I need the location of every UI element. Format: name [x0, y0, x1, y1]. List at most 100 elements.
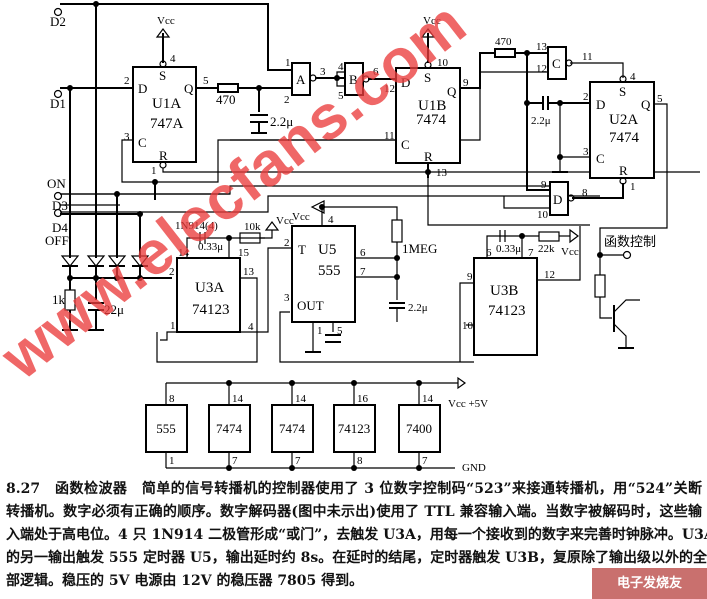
pin-label: C: [596, 151, 605, 166]
pin-label: R: [424, 149, 433, 164]
pin-number: 6: [373, 66, 379, 78]
vcc-5v-label: Vcc +5V: [448, 398, 488, 410]
junction-dot: [226, 380, 232, 386]
chip-name: U3A: [195, 280, 224, 296]
pin-number: 13: [536, 41, 548, 53]
vcc-pin-number: 8: [169, 393, 175, 405]
resistor-470: [494, 48, 516, 58]
pin-number: 13: [436, 167, 448, 179]
pin-number: 12: [384, 83, 395, 95]
pin-number: 4: [338, 61, 344, 73]
pin-number: 4: [248, 321, 254, 333]
input-terminals: D2 D1 ON D3 D4 OFF 函数控制: [45, 7, 656, 260]
chip-type: 74123: [488, 303, 526, 319]
chip-type: 555: [318, 263, 341, 279]
caption-line: 转播机。数字必须有正确的顺序。数字解码器(图中未示出)使用了 TTL 兼容输入端…: [6, 504, 702, 520]
pin-number: 8: [582, 187, 588, 199]
chip-box: [271, 404, 314, 453]
gnd-pin-number: 7: [422, 455, 428, 467]
pin-number: 3: [320, 66, 326, 78]
chip-type: 7474: [416, 112, 447, 128]
capacitor-label: 0.33μ: [496, 243, 521, 255]
pin-label: S: [424, 70, 431, 85]
pin-number: 7: [360, 266, 366, 278]
vcc-pin-number: 14: [232, 393, 244, 405]
vcc-label: Vcc: [292, 211, 310, 223]
junction-dot: [351, 465, 357, 471]
pin-number: 14: [178, 247, 190, 259]
junction-dot: [351, 380, 357, 386]
gate-label: B: [349, 72, 358, 87]
pin-label: S: [159, 68, 166, 83]
u1a-flipflop: S D Q C R U1A 747A 4 2 5 3 1: [124, 53, 209, 177]
vcc-label: Vcc: [423, 15, 441, 27]
pin-number: 1: [285, 57, 291, 69]
pin-label: Q: [447, 84, 457, 99]
caption-line: 的另一输出触发 555 定时器 U5，输出延时约 8s。在延时的结尾，定时器触发…: [6, 550, 707, 566]
capacitor-label: 22μ: [104, 302, 124, 317]
pin-label: Q: [184, 81, 194, 96]
site-logo: 电子发烧友: [592, 568, 707, 599]
pin-number: 3: [583, 146, 589, 158]
u3b-monostable: U3B 74123 6 7 9 12 10: [462, 247, 555, 356]
capacitor-label: 0.33μ: [198, 241, 223, 253]
pin-number: 5: [338, 90, 344, 102]
power-chip-7474: 7474 14 7: [208, 380, 251, 471]
circuit-diagram: D2 D1 ON D3 D4 OFF 函数控制 Vcc Vcc Vcc Vcc …: [45, 1, 700, 474]
junction-dot: [289, 380, 295, 386]
chip-name: U5: [318, 242, 336, 258]
resistor-label: 1k: [52, 292, 66, 307]
pin-number: 10: [537, 209, 549, 221]
terminal-off-label: OFF: [45, 233, 69, 248]
pin-number: 5: [203, 75, 209, 87]
chip-box: [333, 404, 376, 453]
resistor-470: [217, 83, 239, 93]
pin-number: 10: [462, 320, 474, 332]
chip-name: U2A: [609, 112, 638, 128]
junction-dot: [416, 465, 422, 471]
diode-label: 1N914(4): [175, 220, 218, 232]
terminal-d2-label: D2: [50, 14, 66, 29]
pin-label: D: [596, 97, 605, 112]
vcc-label: Vcc: [276, 215, 294, 227]
pin-number: 4: [630, 71, 636, 83]
u1b-flipflop: S D Q C R U1B 7474 10 12 9 11 13: [384, 57, 469, 179]
chip-name: 7400: [406, 421, 432, 436]
pin-number: 5: [657, 93, 663, 105]
gate-label: C: [552, 56, 561, 71]
resistor-label: 470: [495, 36, 512, 48]
terminal-d3-label: D3: [52, 198, 68, 213]
diodes-1n914: [60, 255, 150, 278]
vcc-pin-number: 14: [422, 393, 434, 405]
nand-gates: A 1 2 3 B 4 5 6 C 13 12 11 D 9 10 8: [284, 41, 593, 221]
pin-number: 2: [169, 266, 175, 278]
vcc-label: Vcc: [561, 246, 579, 258]
power-distribution: Vcc +5V GND 5558174741477474147741231687…: [145, 376, 488, 474]
function-control-label: 函数控制: [604, 234, 656, 249]
chip-name: 7474: [216, 421, 243, 436]
pin-number: 1: [317, 325, 323, 337]
capacitor-label: 2.2μ: [270, 114, 293, 129]
chip-name: 74123: [338, 421, 371, 436]
pin-number: 3: [124, 131, 130, 143]
pin-label: Q: [641, 97, 651, 112]
caption-line: 部逻辑。稳压的 5V 电源由 12V 的稳压器 7805 得到。: [6, 573, 364, 589]
resistor-label: 10k: [244, 221, 261, 233]
u5-timer: T OUT U5 555 4 2 6 7 3 1 5: [284, 214, 366, 337]
chip-name: U3B: [490, 283, 518, 299]
pin-number: 3: [284, 292, 290, 304]
u3a-monostable: U3A 74123 14 15 2 13 1 4: [169, 247, 255, 333]
gnd-pin-number: 8: [357, 455, 363, 467]
caption-line: 入端处于高电位。4 只 1N914 二极管形成“或门”，去触发 U3A，用每一个…: [6, 527, 707, 543]
gnd-pin-number: 7: [232, 455, 238, 467]
vcc-symbols: Vcc Vcc Vcc Vcc Vcc: [155, 15, 579, 258]
pin-number: 9: [467, 271, 473, 283]
chip-name: 7474: [279, 421, 306, 436]
pin-number: 15: [238, 247, 250, 259]
pin-number: 13: [243, 266, 255, 278]
pin-label: D: [138, 81, 147, 96]
terminal-d4-label: D4: [52, 220, 68, 235]
pin-number: 2: [284, 94, 290, 106]
